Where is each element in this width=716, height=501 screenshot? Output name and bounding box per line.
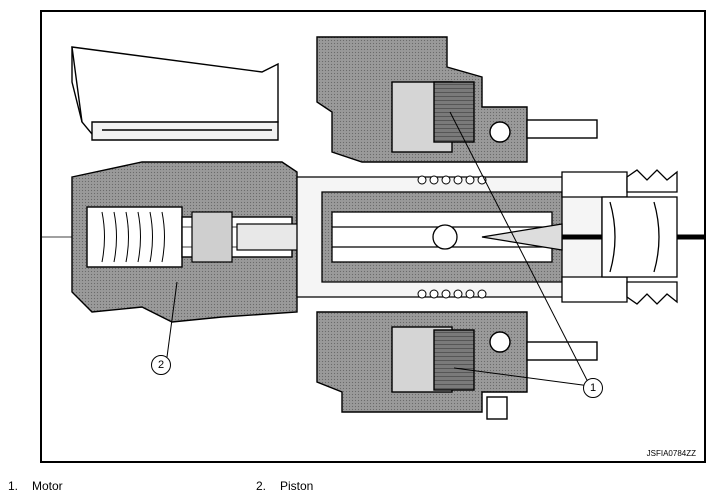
brake-booster-cross-section bbox=[42, 36, 704, 420]
rubber-boot bbox=[561, 169, 678, 305]
reservoir-tank bbox=[71, 46, 279, 141]
legend-number: 2. bbox=[256, 479, 267, 493]
legend-item-motor: 1. Motor bbox=[8, 479, 63, 493]
legend-item-piston: 2. Piston bbox=[256, 479, 313, 493]
figure-id: JSFIA0784ZZ bbox=[646, 449, 696, 458]
legend-label: Piston bbox=[280, 479, 314, 493]
return-spring bbox=[101, 211, 165, 263]
callout-1: 1 bbox=[583, 378, 603, 398]
motor-coil-lower bbox=[433, 329, 475, 391]
callout-2: 2 bbox=[151, 355, 171, 375]
cutaway-diagram: 1 2 JSFIA0784ZZ bbox=[40, 10, 706, 463]
legend-number: 1. bbox=[8, 479, 19, 493]
lower-housing bbox=[316, 311, 598, 420]
leader-lines bbox=[166, 111, 591, 387]
upper-housing bbox=[316, 36, 598, 163]
legend-label: Motor bbox=[32, 479, 63, 493]
motor-coil-upper bbox=[433, 81, 475, 143]
